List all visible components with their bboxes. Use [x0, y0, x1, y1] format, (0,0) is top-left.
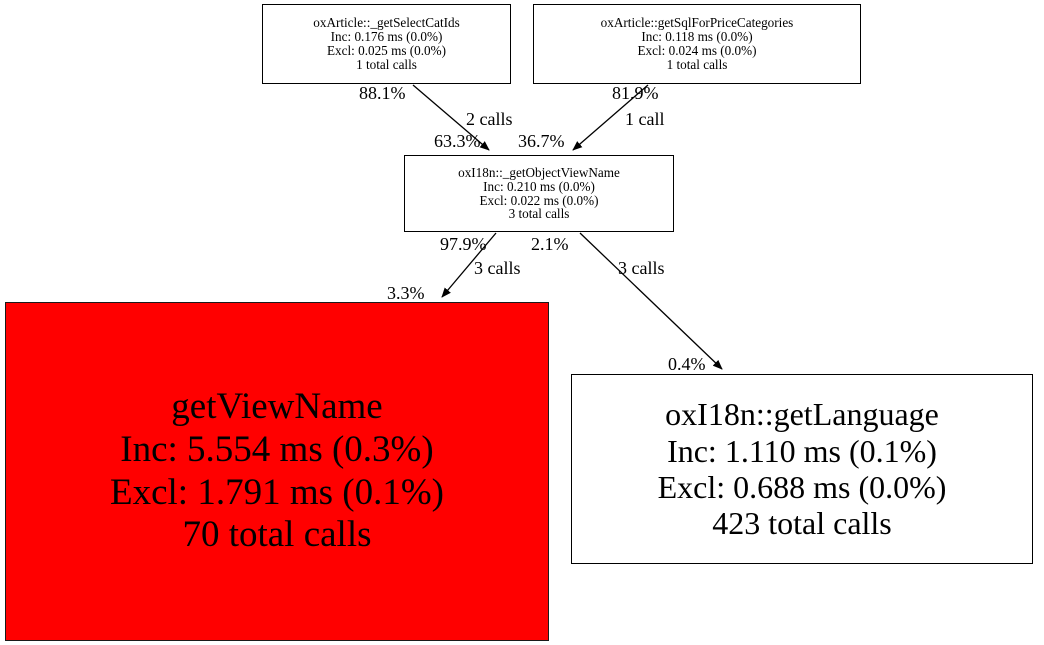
edge-label-mid-percent-left: 97.9% [440, 234, 487, 254]
node-exclusive: Excl: 1.791 ms (0.1%) [110, 471, 444, 513]
edge-getobjectviewname-to-getlanguage [579, 232, 723, 370]
node-title: getViewName [171, 385, 383, 427]
node-getviewname[interactable]: getViewName Inc: 5.554 ms (0.3%) Excl: 1… [5, 302, 549, 641]
edge-label-source-percent-right: 81.9% [612, 83, 659, 103]
node-exclusive: Excl: 0.025 ms (0.0%) [326, 43, 447, 58]
node-calls: 1 total calls [666, 56, 728, 72]
edge-label-dest-percent-getviewname: 3.3% [387, 283, 425, 303]
edge-label-calls-left-top: 2 calls [466, 109, 513, 129]
node-getsqlforpricecategories[interactable]: oxArticle::getSqlForPriceCategories Inc:… [533, 4, 861, 84]
node-inclusive: Inc: 1.110 ms (0.1%) [667, 432, 937, 469]
node-exclusive: Excl: 0.024 ms (0.0%) [637, 43, 757, 58]
node-getlanguage[interactable]: oxI18n::getLanguage Inc: 1.110 ms (0.1%)… [571, 374, 1033, 564]
node-inclusive: Inc: 0.210 ms (0.0%) [483, 178, 595, 194]
edge-label-dest-percent-getlanguage: 0.4% [668, 354, 706, 374]
edge-label-dest-percent-right: 36.7% [518, 131, 565, 151]
node-title: oxArticle::_getSelectCatIds [313, 15, 460, 31]
edge-label-dest-percent-left: 63.3% [434, 131, 481, 151]
node-title: oxI18n::getLanguage [665, 396, 939, 433]
edge-label-calls-right-top: 1 call [625, 109, 665, 129]
node-getselectcatids[interactable]: oxArticle::_getSelectCatIds Inc: 0.176 m… [262, 4, 511, 84]
node-calls: 70 total calls [182, 514, 372, 556]
node-inclusive: Inc: 0.176 ms (0.0%) [330, 29, 443, 45]
node-inclusive: Inc: 5.554 ms (0.3%) [120, 428, 434, 470]
node-getobjectviewname[interactable]: oxI18n::_getObjectViewName Inc: 0.210 ms… [404, 155, 674, 232]
edge-label-source-percent-left: 88.1% [359, 83, 406, 103]
node-calls: 3 total calls [508, 206, 570, 222]
node-calls: 1 total calls [356, 56, 417, 72]
node-inclusive: Inc: 0.118 ms (0.0%) [641, 29, 753, 45]
edge-label-calls-left-bottom: 3 calls [474, 258, 521, 278]
edge-label-mid-percent-right: 2.1% [531, 234, 569, 254]
node-title: oxArticle::getSqlForPriceCategories [600, 15, 794, 31]
node-title: oxI18n::_getObjectViewName [458, 164, 620, 180]
node-calls: 423 total calls [712, 505, 892, 542]
edge-label-calls-right-bottom: 3 calls [618, 258, 665, 278]
node-exclusive: Excl: 0.022 ms (0.0%) [479, 192, 599, 208]
node-exclusive: Excl: 0.688 ms (0.0%) [657, 469, 947, 505]
